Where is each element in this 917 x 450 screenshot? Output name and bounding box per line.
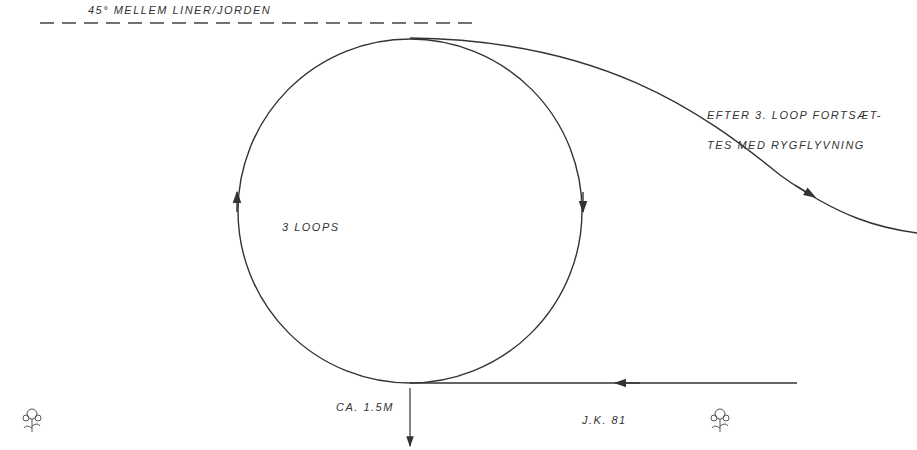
direction-arrow: [795, 185, 815, 197]
direction-arrow: [582, 192, 583, 212]
flower-symbol: [711, 409, 729, 432]
direction-arrow: [615, 382, 640, 383]
note-label: EFTER 3. LOOP FORTSÆT- TES MED RYGFLYVNI…: [707, 100, 912, 160]
flower-symbol: [23, 409, 41, 432]
direction-arrow: [236, 192, 237, 212]
height-arrow: [409, 388, 410, 446]
reference-line: [40, 22, 480, 23]
entry-path: [410, 382, 797, 383]
note-label: 3 LOOPS: [282, 212, 340, 242]
note-label: J.K. 81: [582, 405, 627, 435]
note-label: 45° MELLEM LINER/JORDEN: [88, 0, 271, 25]
note-label: CA. 1.5M: [336, 392, 394, 422]
exit-path: [410, 38, 917, 233]
loop-circle: [238, 39, 582, 383]
